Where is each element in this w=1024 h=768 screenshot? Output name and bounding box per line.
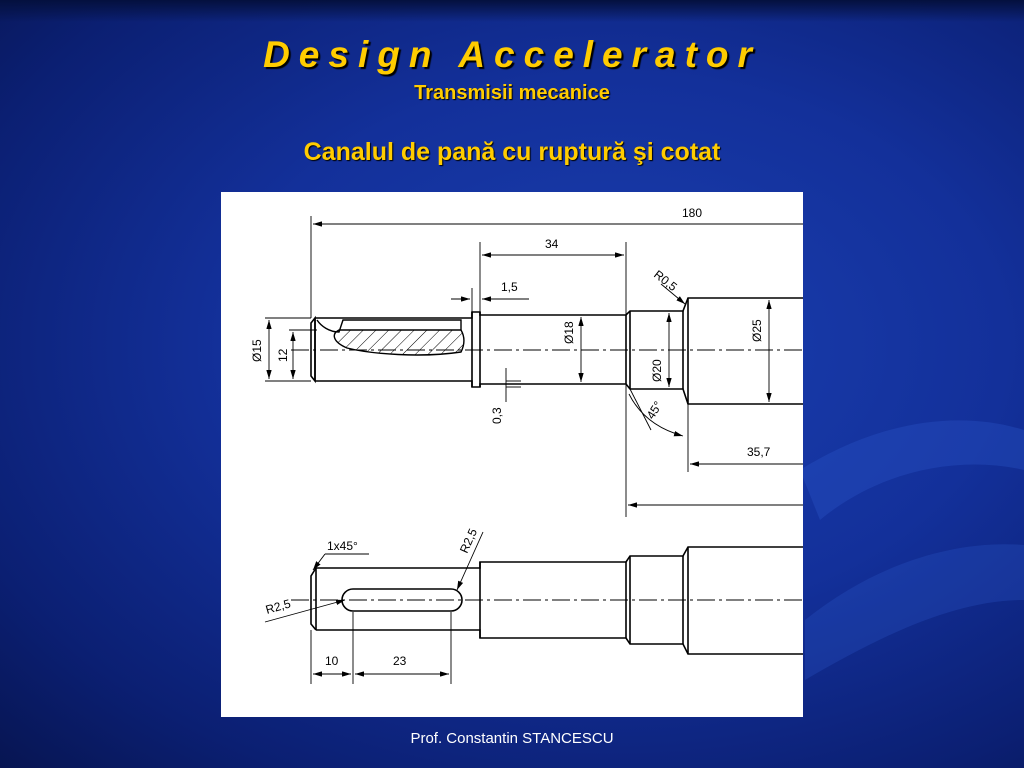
leader-chamfer bbox=[312, 553, 326, 571]
leader-radius-b bbox=[456, 531, 484, 591]
dim-len-357 bbox=[687, 404, 803, 472]
angle-arc bbox=[628, 393, 684, 437]
slide-footer: Prof. Constantin STANCESCU bbox=[410, 730, 614, 747]
shaft-drawing-svg: 180 34 1,5 R0,5 Ø15 12 Ø18 Ø20 Ø25 0,3 bbox=[250, 206, 803, 684]
dim-dia-25-label: Ø25 bbox=[750, 319, 764, 342]
dim-angle-label: 45° bbox=[644, 399, 666, 422]
dim-dia-18-label: Ø18 bbox=[562, 321, 576, 344]
leader-radius-a bbox=[264, 599, 346, 623]
dim-len-10-label: 10 bbox=[325, 654, 339, 668]
dim-groove-width-label: 1,5 bbox=[501, 280, 518, 294]
keyway-section-hatch bbox=[333, 329, 465, 356]
dim-groove-width bbox=[451, 288, 529, 312]
dim-seg-length bbox=[479, 242, 627, 315]
dim-len-23-label: 23 bbox=[393, 654, 407, 668]
dim-overall-length-label: 180 bbox=[682, 206, 702, 220]
keyway-outline bbox=[316, 319, 462, 333]
dim-radius-top-label: R0,5 bbox=[651, 267, 680, 294]
slide-title: Design Accelerator bbox=[263, 34, 761, 75]
dim-depth bbox=[505, 368, 521, 402]
slide-heading: Canalul de pană cu ruptură şi cotat bbox=[303, 138, 721, 166]
dim-overall-length bbox=[310, 216, 803, 318]
leader-radius-top bbox=[660, 283, 686, 305]
dim-dia-15-label: Ø15 bbox=[250, 339, 264, 362]
angle-leader bbox=[629, 388, 652, 431]
dim-12-label: 12 bbox=[276, 348, 290, 362]
dim-slot-position bbox=[310, 612, 452, 684]
dim-radius-b-label: R2,5 bbox=[457, 526, 480, 555]
dim-dia-15 bbox=[265, 317, 317, 382]
dim-radius-a-label: R2,5 bbox=[264, 596, 293, 617]
lower-shaft-view bbox=[310, 546, 803, 655]
slide-subtitle: Transmisii mecanice bbox=[414, 82, 610, 104]
dim-depth-label: 0,3 bbox=[490, 407, 504, 424]
top-band bbox=[0, 0, 1024, 22]
dim-extension-lower bbox=[625, 384, 803, 517]
dim-len-357-label: 35,7 bbox=[747, 445, 771, 459]
dim-seg-length-label: 34 bbox=[545, 237, 559, 251]
dim-dia-20-label: Ø20 bbox=[650, 359, 664, 382]
dim-chamfer-label: 1x45° bbox=[327, 539, 358, 553]
technical-drawing: 180 34 1,5 R0,5 Ø15 12 Ø18 Ø20 Ø25 0,3 bbox=[221, 192, 803, 717]
